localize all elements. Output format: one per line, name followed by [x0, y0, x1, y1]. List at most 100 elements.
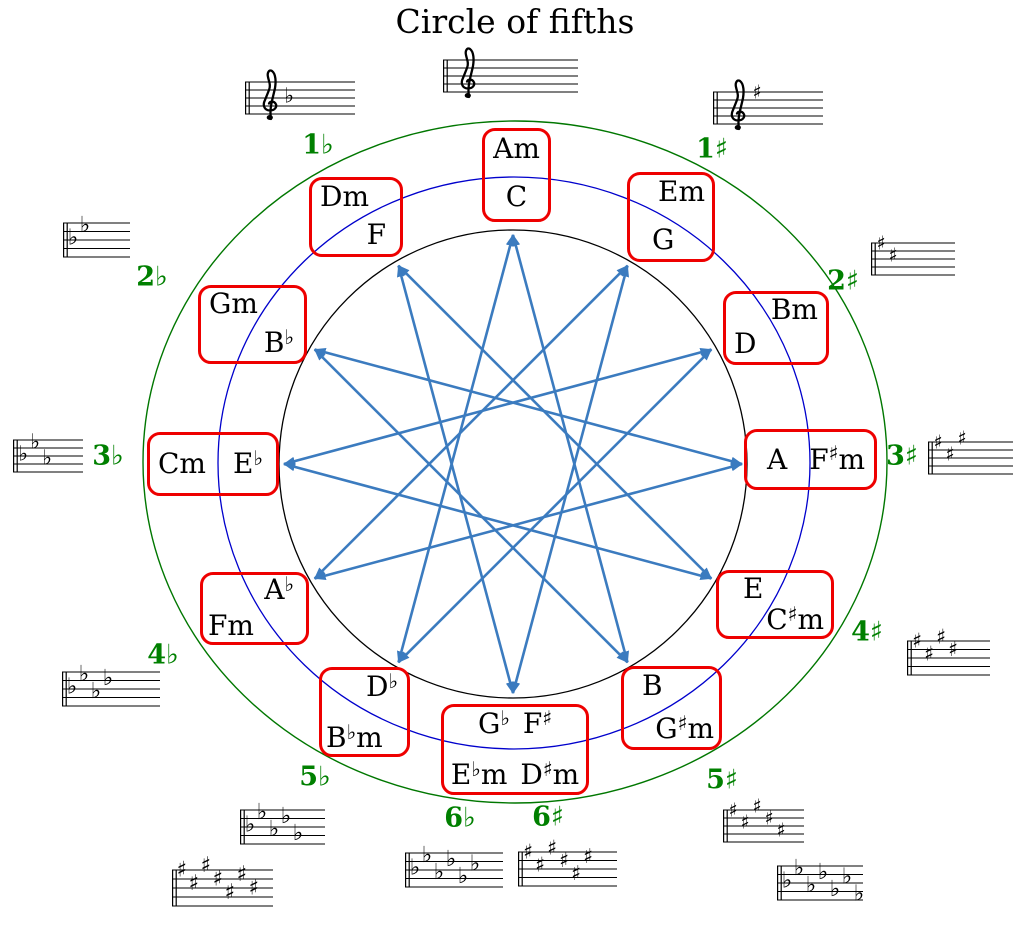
- staff-s5: ♯♯♯♯♯: [722, 795, 804, 843]
- sharp-sign: ♯: [933, 431, 942, 454]
- label-6-flat: 6♭: [444, 802, 476, 834]
- sharp-sign: ♯: [876, 232, 885, 255]
- sharp-sign: ♯: [523, 840, 533, 864]
- flat-sign: ♭: [458, 863, 468, 889]
- flat-sign: ♭: [293, 820, 303, 846]
- major-key-label: D: [734, 327, 757, 360]
- minor-key-label: Fm: [208, 609, 254, 642]
- fifths-star: [283, 234, 743, 694]
- key-box-b: B G♯m: [621, 666, 722, 750]
- page-title: Circle of fifths: [395, 2, 635, 41]
- sharp-sign: ♯: [201, 853, 211, 878]
- label-3-sharp: 3♯: [886, 440, 918, 472]
- minor-key-label: Bm: [770, 293, 818, 326]
- flat-sign: ♭: [830, 876, 840, 902]
- label-1-sharp: 1♯: [696, 133, 728, 165]
- flat-sign: ♭: [410, 855, 420, 881]
- sharp-sign: ♯: [764, 807, 773, 830]
- flat-sign: ♭: [806, 872, 816, 898]
- key-box-d: Bm D: [723, 291, 829, 365]
- label-1-flat: 1♭: [302, 129, 334, 161]
- staff-s7: ♯♯♯♯♯♯♯: [172, 853, 273, 907]
- minor-key-label: C♯m: [766, 601, 824, 636]
- flat-sign: ♭: [67, 674, 77, 700]
- key-box-a: A F♯m: [744, 429, 877, 490]
- staff-f6: ♭♭♭♭♭♭: [405, 842, 503, 889]
- sharp-sign: ♯: [948, 637, 958, 661]
- key-box-bflat: Gm B♭: [198, 285, 307, 364]
- sharp-sign: ♯: [752, 81, 761, 104]
- inner-ring: [278, 229, 748, 699]
- sharp-sign: ♯: [957, 427, 966, 450]
- staff-s1: ♯: [712, 79, 823, 131]
- major-key-label: D♭: [366, 668, 398, 703]
- staff-f7: ♭♭♭♭♭♭♭: [776, 855, 864, 906]
- staff-f4: ♭♭♭♭: [61, 661, 160, 707]
- flat-sign: ♭: [18, 442, 28, 466]
- minor-key-label: Dm: [320, 180, 369, 213]
- minor-key-label: Am: [493, 132, 540, 165]
- sharp-sign: ♯: [213, 867, 223, 892]
- label-6-sharp: 6♯: [532, 801, 564, 833]
- flat-sign: ♭: [91, 678, 101, 704]
- flat-sign: ♭: [257, 799, 267, 825]
- sharp-sign: ♯: [177, 858, 187, 883]
- flat-sign: ♭: [68, 225, 78, 251]
- sharp-sign: ♯: [936, 624, 946, 648]
- label-4-sharp: 4♯: [851, 616, 883, 648]
- enharmonic-major-row: G♭ F♯: [444, 705, 586, 740]
- flat-sign: ♭: [434, 859, 444, 885]
- sharp-sign: ♯: [740, 811, 749, 834]
- staff-s3: ♯♯♯: [927, 427, 1013, 475]
- flat-sign: ♭: [794, 855, 804, 881]
- major-key-label: G: [652, 223, 675, 256]
- flat-sign: ♭: [42, 446, 52, 470]
- middle-ring: [217, 176, 811, 750]
- staff-s4: ♯♯♯♯: [906, 624, 990, 676]
- major-key-label: C: [505, 180, 528, 213]
- key-box-dflat: D♭ B♭m: [319, 667, 410, 757]
- key-box-eflat: Cm E♭: [147, 432, 279, 496]
- flat-sign: ♭: [245, 812, 255, 838]
- minor-key-label: B♭m: [326, 719, 383, 754]
- flat-sign: ♭: [446, 846, 456, 872]
- major-key-enharmonic-label: F♯: [522, 705, 553, 740]
- major-key-label: B♭: [263, 324, 294, 359]
- flat-sign: ♭: [284, 84, 294, 108]
- sharp-sign: ♯: [547, 835, 557, 859]
- label-2-sharp: 2♯: [827, 265, 859, 297]
- flat-sign: ♭: [80, 212, 90, 238]
- flat-sign: ♭: [470, 850, 480, 876]
- staff-s6: ♯♯♯♯♯♯: [517, 835, 617, 887]
- key-box-gflat-fsharp: G♭ F♯ E♭m D♯m: [441, 704, 589, 795]
- flat-sign: ♭: [782, 868, 792, 894]
- minor-key-label: Em: [658, 175, 705, 208]
- flat-sign: ♭: [79, 661, 89, 687]
- major-key-label: E: [743, 572, 764, 605]
- minor-key-label: G♯m: [655, 710, 714, 745]
- enharmonic-minor-row: E♭m D♯m: [444, 758, 586, 789]
- minor-key-label: Cm: [158, 447, 206, 480]
- major-key-label: B: [642, 669, 663, 702]
- major-key-label: F: [366, 218, 386, 251]
- sharp-sign: ♯: [189, 871, 199, 896]
- sharp-sign: ♯: [225, 880, 235, 905]
- major-key-label: G♭: [477, 705, 510, 740]
- flat-sign: ♭: [818, 859, 828, 885]
- treble-clef-icon: [262, 69, 278, 121]
- key-box-c: Am C: [482, 128, 551, 222]
- minor-key-label: F♯m: [809, 441, 865, 476]
- flat-sign: ♭: [842, 863, 852, 889]
- flat-sign: ♭: [854, 880, 864, 906]
- flat-sign: ♭: [281, 803, 291, 829]
- treble-clef-icon: [730, 79, 746, 131]
- flat-sign: ♭: [422, 842, 432, 868]
- sharp-sign: ♯: [888, 244, 897, 267]
- sharp-sign: ♯: [776, 819, 785, 842]
- sharp-sign: ♯: [571, 861, 581, 885]
- sharp-sign: ♯: [924, 641, 934, 665]
- sharp-sign: ♯: [945, 443, 954, 466]
- label-2-flat: 2♭: [136, 261, 168, 293]
